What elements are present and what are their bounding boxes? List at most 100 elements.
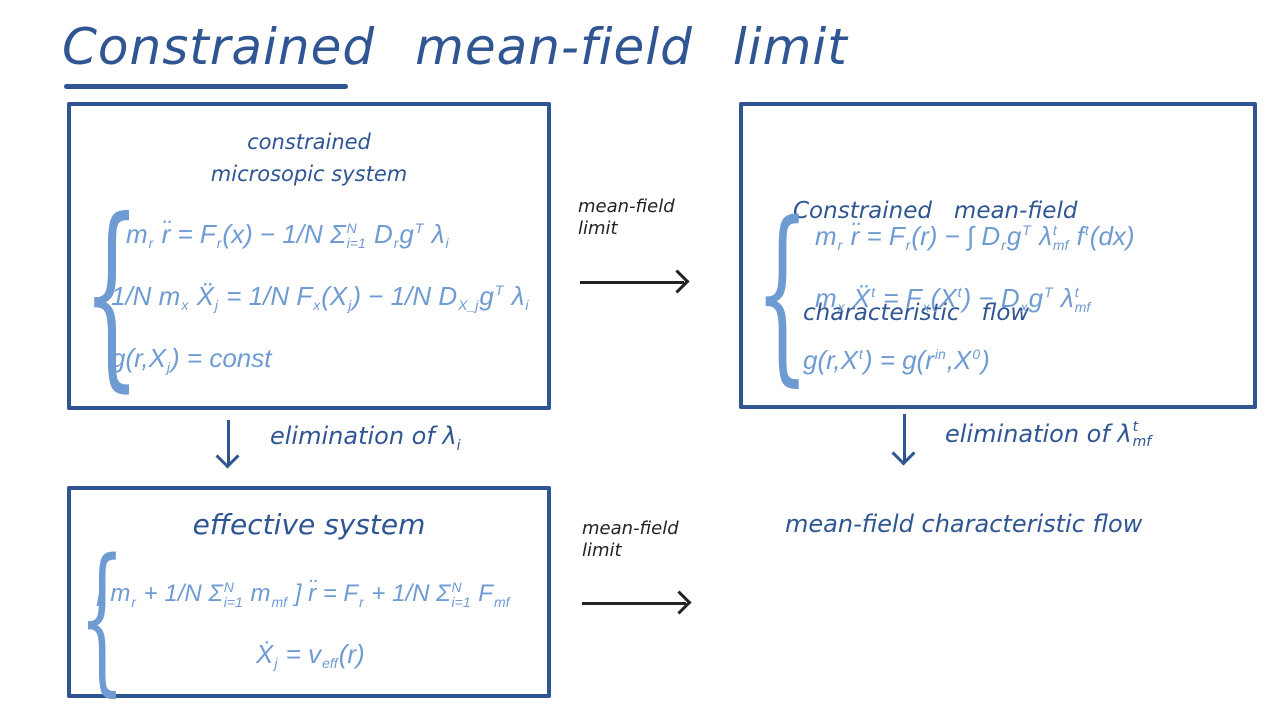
superscript bbox=[348, 283, 351, 298]
equation-term: g bbox=[399, 219, 414, 249]
title-word-mean-field: mean-field bbox=[415, 18, 693, 76]
subscript: i=1 bbox=[223, 593, 243, 610]
heading-line: constrained bbox=[247, 130, 371, 154]
script-stack: x bbox=[923, 285, 930, 315]
equation-term: ] r̈ = F bbox=[288, 580, 359, 607]
script-stack: r bbox=[394, 221, 399, 251]
subscript: i=1 bbox=[346, 235, 366, 252]
script-stack: T bbox=[415, 221, 424, 251]
script-stack: r bbox=[838, 223, 843, 253]
subscript: r bbox=[393, 235, 399, 252]
superscript bbox=[1001, 223, 1006, 238]
mean-field-limit-label-top: mean-field limit bbox=[578, 196, 675, 239]
left-brace: { bbox=[755, 182, 810, 403]
effective-heading: effective system bbox=[192, 508, 426, 541]
equation-term: λ bbox=[1031, 221, 1052, 251]
subscript: mf bbox=[1074, 299, 1091, 316]
equation-term: (r) − ∫ D bbox=[911, 221, 1001, 251]
arrow-right-icon bbox=[582, 602, 686, 605]
subscript: x bbox=[837, 299, 845, 316]
arrow-right-icon bbox=[580, 281, 684, 284]
subscript: mf bbox=[493, 593, 510, 610]
script-stack: mf bbox=[494, 580, 510, 610]
left-brace: { bbox=[83, 177, 141, 410]
equation-term: (x) − bbox=[222, 219, 283, 249]
equation-term: Σ bbox=[330, 219, 346, 249]
script-stack: r bbox=[131, 580, 136, 610]
result-mean-field-flow-label: mean-field characteristic flow bbox=[785, 510, 1143, 538]
script-stack: r bbox=[1001, 223, 1006, 253]
equation-term: m bbox=[243, 580, 271, 607]
subscript: mf bbox=[1132, 434, 1152, 450]
subscript bbox=[1022, 238, 1031, 253]
superscript: t bbox=[1084, 222, 1089, 239]
script-stack: X_j bbox=[458, 283, 478, 313]
superscript bbox=[359, 580, 364, 595]
script-stack: j bbox=[274, 641, 277, 671]
equation-term: D bbox=[366, 219, 393, 249]
left-brace: { bbox=[79, 524, 125, 711]
equation-term: m bbox=[815, 221, 837, 251]
script-stack: in bbox=[935, 347, 946, 377]
equation-term: g bbox=[1028, 283, 1044, 313]
equation-term: ) − 1/N D bbox=[352, 281, 458, 311]
equation-term: Ẍ bbox=[845, 283, 871, 313]
superscript: t bbox=[1132, 419, 1139, 435]
superscript bbox=[215, 283, 218, 298]
superscript bbox=[838, 223, 843, 238]
script-stack: t bbox=[1085, 223, 1089, 253]
equation-term: (X bbox=[930, 283, 957, 313]
superscript: T bbox=[494, 282, 504, 299]
equation-term: ) = const bbox=[171, 343, 272, 373]
equation-term: 1/N bbox=[282, 219, 331, 249]
superscript bbox=[217, 221, 222, 236]
equation-term: = 1/N F bbox=[219, 281, 313, 311]
superscript bbox=[313, 283, 320, 298]
superscript bbox=[181, 283, 188, 298]
script-stack: t bbox=[859, 347, 863, 377]
superscript bbox=[394, 221, 399, 236]
equation-term: 1/N m bbox=[111, 281, 181, 311]
superscript bbox=[149, 221, 154, 236]
script-stack: 0 bbox=[972, 347, 980, 377]
subscript bbox=[1085, 238, 1089, 253]
subscript bbox=[935, 362, 946, 377]
superscript: T bbox=[1022, 222, 1031, 239]
microscopic-heading: constrained microsopic system bbox=[71, 126, 547, 190]
equation-term: = v bbox=[278, 639, 322, 669]
script-stack: t bbox=[871, 285, 875, 315]
script-stack: j bbox=[215, 283, 218, 313]
script-stack: eff bbox=[322, 641, 338, 671]
subscript: x bbox=[1020, 299, 1028, 316]
script-stack: i bbox=[525, 283, 528, 313]
equation-term: [ m bbox=[97, 580, 131, 607]
superscript bbox=[458, 283, 478, 298]
heading-line: Constrained mean-field bbox=[793, 198, 1078, 224]
script-stack: x bbox=[838, 285, 845, 315]
superscript bbox=[272, 580, 288, 595]
superscript: t bbox=[1074, 284, 1079, 301]
script-stack: r bbox=[359, 580, 364, 610]
subscript: i bbox=[445, 235, 449, 252]
script-stack: r bbox=[149, 221, 154, 251]
equation-term: r̈ = bbox=[843, 221, 889, 251]
script-stack: j bbox=[167, 345, 170, 375]
script-stack: r bbox=[217, 221, 222, 251]
equation-term: ,X bbox=[946, 345, 972, 375]
subscript bbox=[958, 300, 962, 315]
subscript: r bbox=[131, 593, 136, 610]
subscript: r bbox=[359, 593, 364, 610]
subscript: mf bbox=[1052, 237, 1069, 254]
subscript bbox=[1044, 300, 1053, 315]
subscript: x bbox=[922, 299, 930, 316]
superscript bbox=[167, 345, 170, 360]
